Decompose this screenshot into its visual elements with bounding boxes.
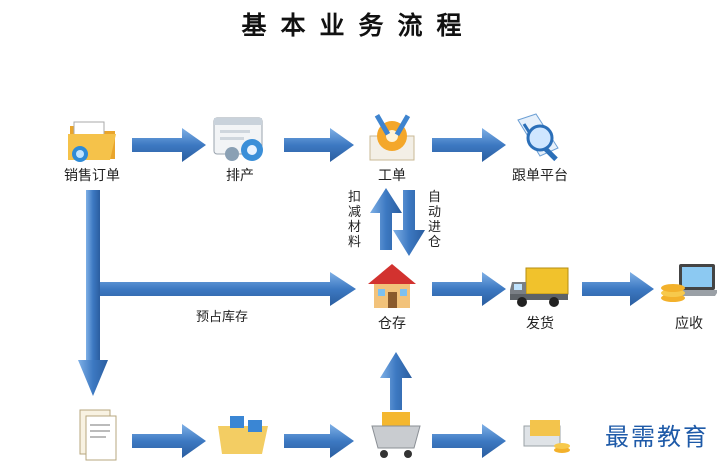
label-auto-stock-in: 自动进仓 <box>428 190 442 250</box>
house-icon <box>368 264 416 308</box>
arrow-deduct-materials-up <box>370 188 402 250</box>
node-label-scheduling: 排产 <box>226 168 254 184</box>
arrow-reserve-to-warehouse <box>100 272 356 306</box>
label-deduct-materials: 扣减材料 <box>348 190 362 250</box>
truck-icon <box>510 267 569 307</box>
node-label-shipping: 发货 <box>526 316 554 332</box>
folder-icon <box>68 121 116 162</box>
folder-transfer-icon <box>218 416 268 454</box>
arrow-bottom-1 <box>132 424 206 458</box>
arrow-order-to-scheduling <box>132 128 206 162</box>
node-warehouse: 仓存 <box>352 258 432 332</box>
page-title: 基本业务流程 <box>241 11 476 40</box>
arrow-trunk-down <box>78 360 108 396</box>
node-receivable: 应收 <box>649 258 717 332</box>
node-bottom-transfer <box>204 406 284 462</box>
node-tracking-platform: 跟单平台 <box>500 110 580 184</box>
arrow-warehouse-to-shipping <box>432 272 506 306</box>
arrow-workorder-to-tracking <box>432 128 506 162</box>
node-bottom-cart <box>356 406 436 462</box>
arrow-auto-stock-in-down <box>393 190 425 256</box>
arrow-bottom-3 <box>432 424 506 458</box>
magnifier-icon <box>517 113 559 162</box>
brand-watermark: 最需教育 <box>605 423 709 451</box>
arrow-bottom-2 <box>284 424 354 458</box>
node-label-warehouse: 仓存 <box>378 316 406 332</box>
money-icon <box>523 420 570 453</box>
node-bottom-documents <box>58 406 138 462</box>
label-reserve-inventory: 预占库存 <box>196 310 249 325</box>
node-sales-order: 销售订单 <box>52 110 132 184</box>
node-scheduling: 排产 <box>200 110 280 184</box>
arrow-cart-to-warehouse <box>380 352 412 410</box>
node-label-work-order: 工单 <box>378 168 406 184</box>
window-gear-icon <box>213 117 263 161</box>
laptop-coins-icon <box>661 264 717 302</box>
node-label-tracking-platform: 跟单平台 <box>512 168 568 184</box>
node-label-sales-order: 销售订单 <box>64 168 120 184</box>
cart-icon <box>371 412 421 458</box>
node-label-receivable: 应收 <box>675 316 703 332</box>
node-bottom-money <box>506 410 586 466</box>
trunk-left <box>86 190 100 360</box>
arrow-scheduling-to-workorder <box>284 128 354 162</box>
arrow-shipping-to-receivable <box>582 272 654 306</box>
node-shipping: 发货 <box>500 258 580 332</box>
node-work-order: 工单 <box>352 110 432 184</box>
documents-icon <box>79 409 117 461</box>
gear-tools-icon <box>369 113 415 161</box>
